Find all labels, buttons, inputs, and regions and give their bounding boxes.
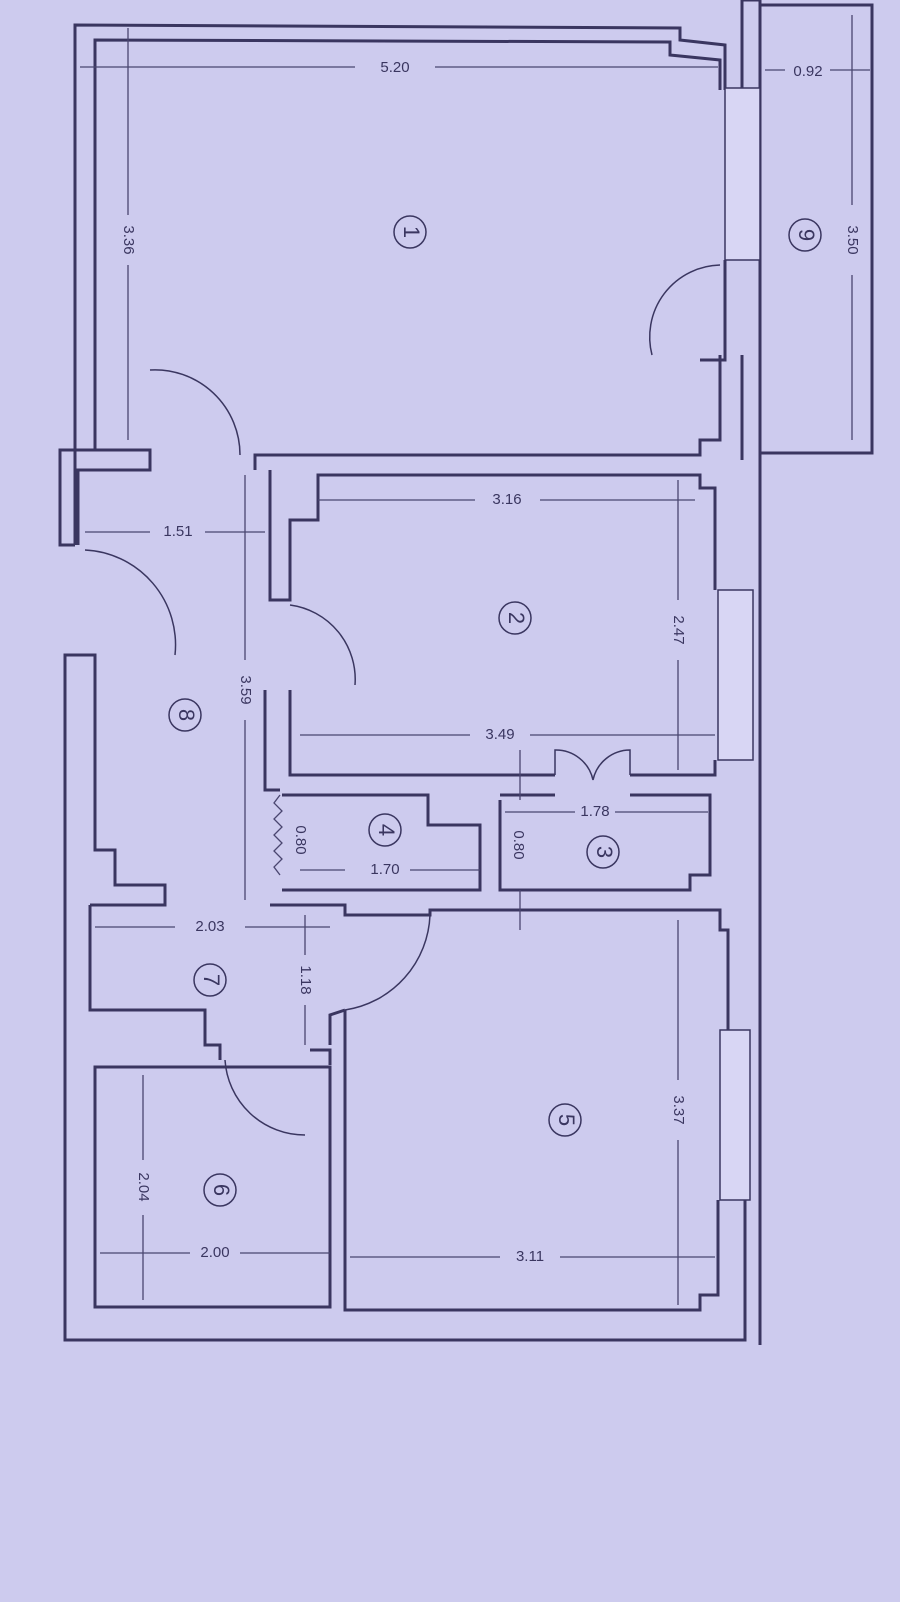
room-6-marker: 6 <box>203 1173 237 1207</box>
room-5-marker: 5 <box>548 1103 582 1137</box>
door-room6[interactable] <box>224 1059 306 1136</box>
room-8-marker: 8 <box>168 698 202 732</box>
room-6-label: 6 <box>209 1184 234 1196</box>
room-2-label: 2 <box>504 612 529 624</box>
dimension-lines <box>80 15 870 1305</box>
dim-room4-depth: 0.80 <box>292 825 309 854</box>
door-balcony[interactable] <box>648 264 721 356</box>
room-numbers: 1 2 3 4 5 6 7 8 9 <box>168 215 822 1207</box>
dim-room7-depth: 1.18 <box>297 965 314 994</box>
room-7-marker: 7 <box>193 963 227 997</box>
window-room2 <box>717 589 754 761</box>
dim-balcony-length: 3.50 <box>844 225 861 254</box>
room-4-marker: 4 <box>368 813 402 847</box>
room-5-label: 5 <box>554 1114 579 1126</box>
door-room3[interactable] <box>554 749 631 781</box>
dim-room1-width: 5.20 <box>380 59 409 76</box>
dim-room6-depth: 2.04 <box>135 1172 152 1201</box>
room-7-label: 7 <box>199 974 224 986</box>
walls <box>58 0 874 1345</box>
dim-room2-depth: 2.47 <box>670 615 687 644</box>
room-9-marker: 9 <box>788 218 822 252</box>
room-2-marker: 2 <box>498 601 532 635</box>
window-room1 <box>724 87 761 261</box>
room-4-label: 4 <box>374 824 399 836</box>
dim-room2-bottom: 3.49 <box>485 726 514 743</box>
dim-room5-width: 3.11 <box>516 1248 544 1265</box>
room-1-marker: 1 <box>393 215 427 249</box>
dim-room6-width: 2.00 <box>200 1244 229 1261</box>
dim-room3-depth: 0.80 <box>510 830 527 859</box>
partition-wall <box>273 794 283 876</box>
dim-room7-width: 2.03 <box>195 918 224 935</box>
dim-room3-width: 1.78 <box>580 803 609 820</box>
dim-balcony-width: 0.92 <box>793 63 822 80</box>
doors <box>84 264 721 1136</box>
dim-room2-top: 3.16 <box>492 491 521 508</box>
door-room2[interactable] <box>289 604 356 686</box>
room-9-label: 9 <box>794 229 819 241</box>
door-room1[interactable] <box>149 369 241 456</box>
window-room5 <box>719 1029 751 1201</box>
room-1-label: 1 <box>399 226 424 238</box>
dim-hall-length: 3.59 <box>237 675 254 704</box>
dim-room1-depth: 3.36 <box>120 225 137 254</box>
room-3-marker: 3 <box>586 835 620 869</box>
room-3-label: 3 <box>592 846 617 858</box>
room-8-label: 8 <box>174 709 199 721</box>
dim-hall-width: 1.51 <box>163 523 192 540</box>
dim-room4-width: 1.70 <box>370 861 399 878</box>
door-room5[interactable] <box>344 914 431 1011</box>
dimension-labels: 5.20 3.36 0.92 3.50 3.16 2.47 3.49 1.51 … <box>120 59 861 1265</box>
dim-room5-depth: 3.37 <box>670 1095 687 1124</box>
door-entrance[interactable] <box>84 549 177 656</box>
